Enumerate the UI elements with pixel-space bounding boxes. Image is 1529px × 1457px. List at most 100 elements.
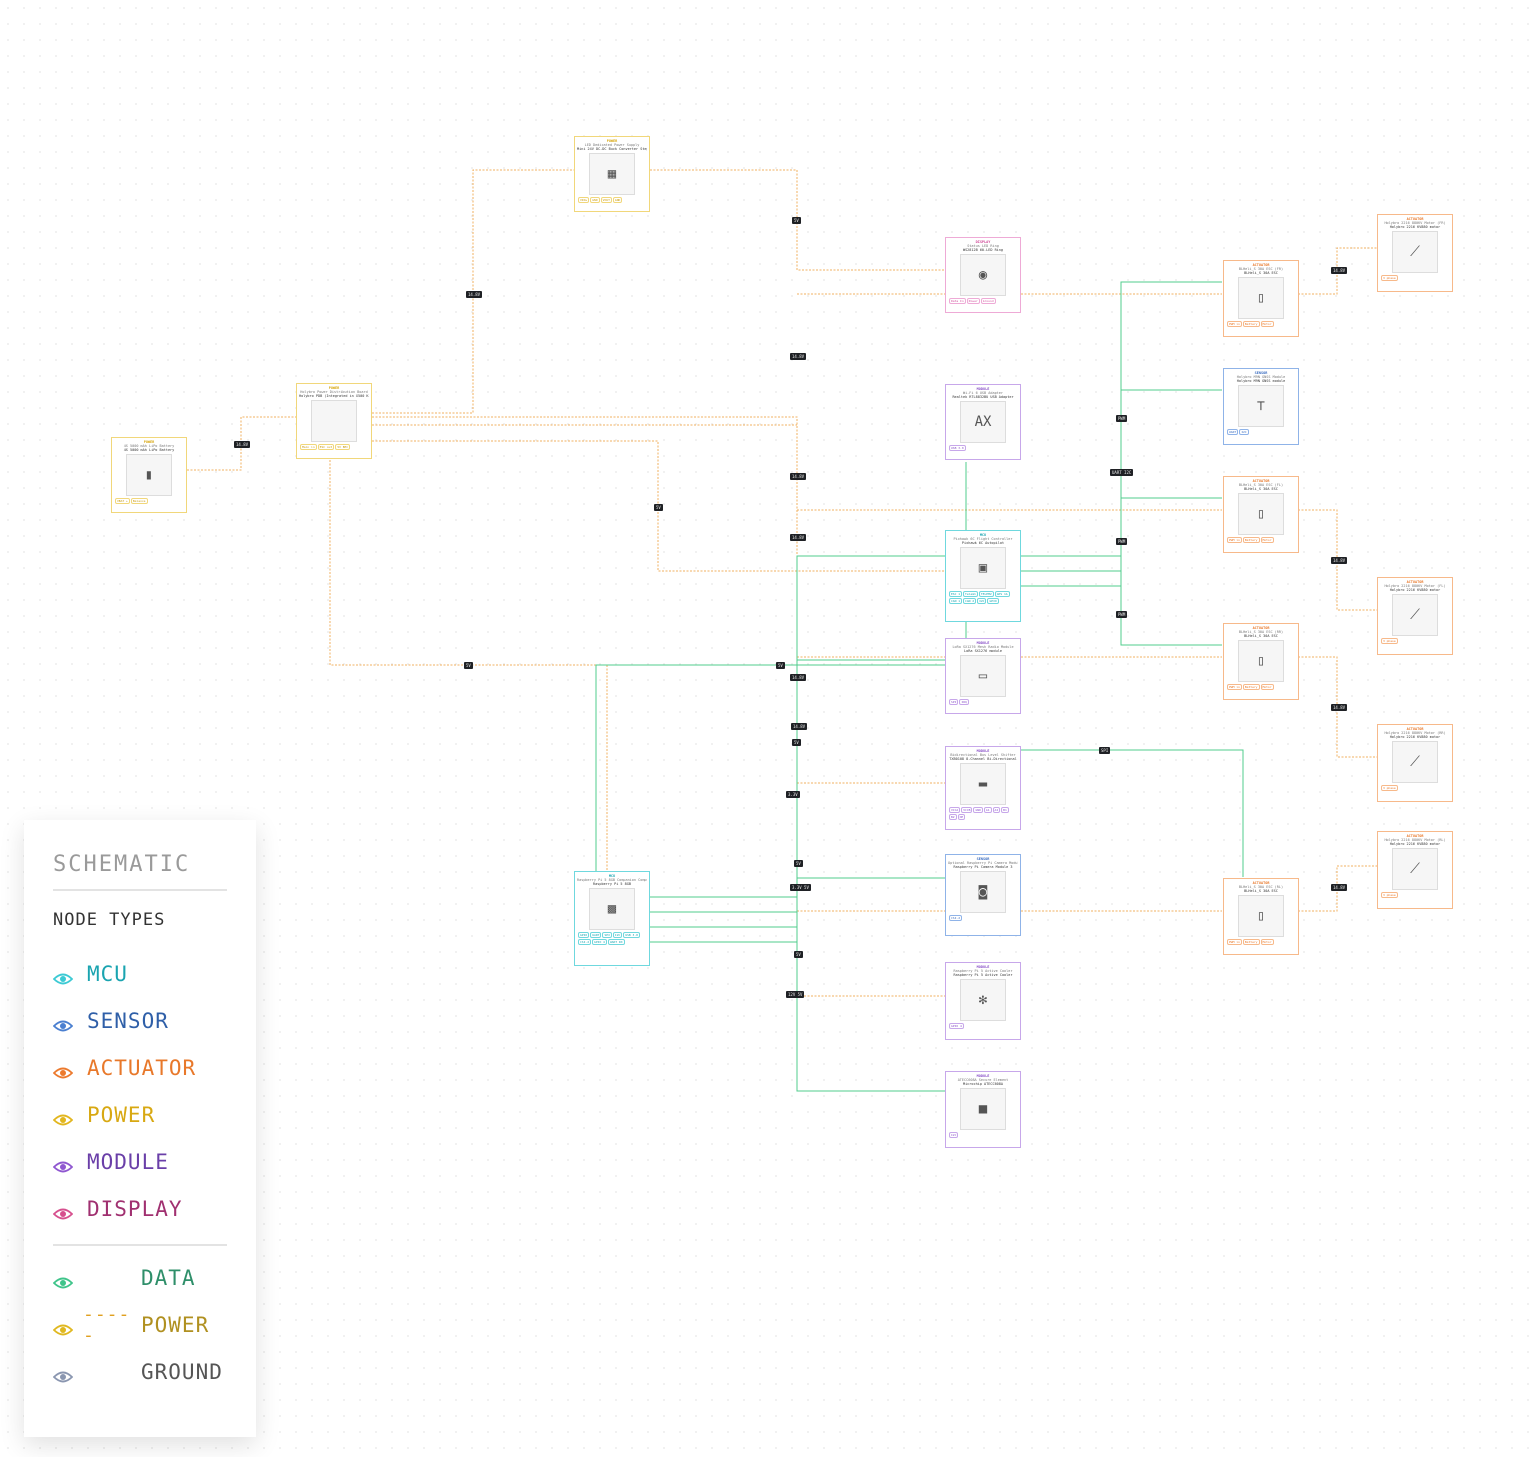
pin-chip[interactable]: GPIO [578, 932, 590, 938]
pin-chip[interactable]: Battery [1242, 537, 1260, 543]
legend-node-type-module[interactable]: MODULE [52, 1138, 227, 1185]
pin-chip[interactable]: ESC 1 [949, 591, 963, 597]
pin-chip[interactable]: Telem1 [963, 591, 978, 597]
pin-chip[interactable]: UART [590, 932, 602, 938]
pin-chip[interactable]: VCCA [949, 807, 961, 813]
eye-icon[interactable] [52, 967, 74, 984]
pin-chip[interactable]: PWM in [1227, 537, 1242, 543]
pin-chip[interactable]: GND [612, 197, 623, 203]
pin-chip[interactable]: GPIO [987, 598, 999, 604]
pin-chip[interactable]: Motor [1260, 684, 1274, 690]
pin-chip[interactable]: UART RX [607, 939, 625, 945]
legend-wire-type-data[interactable]: DATA [52, 1254, 227, 1301]
pin-chip[interactable]: SPI [949, 699, 959, 705]
pin-chip[interactable]: VOUT [600, 197, 612, 203]
pin-chip[interactable]: GPIO 4 [592, 939, 607, 945]
legend-node-type-actuator[interactable]: ACTUATOR [52, 1044, 227, 1091]
pin-chip[interactable]: VBAT + [115, 498, 130, 504]
pin-chip[interactable]: 3 phase [1381, 892, 1398, 898]
eye-icon[interactable] [52, 1108, 74, 1125]
pin-chip[interactable]: B1 [1001, 807, 1009, 813]
legend-node-type-mcu[interactable]: MCU [52, 950, 227, 997]
pin-chip[interactable]: PWM in [1227, 939, 1242, 945]
pin-chip[interactable]: 3 phase [1381, 275, 1398, 281]
eye-icon[interactable] [52, 1365, 74, 1382]
pin-chip[interactable]: GND [590, 197, 600, 203]
pin-chip[interactable]: Motor [1260, 939, 1274, 945]
legend-node-type-display[interactable]: DISPLAY [52, 1185, 227, 1232]
legend-wire-type-power[interactable]: -----POWER [52, 1301, 227, 1348]
pin-chip[interactable]: Battery [1242, 321, 1260, 327]
pin-chip[interactable]: PWM in [1227, 684, 1242, 690]
pin-chip[interactable]: A2 [992, 807, 1001, 813]
eye-icon[interactable] [52, 1271, 74, 1288]
legend-node-type-power[interactable]: POWER [52, 1091, 227, 1138]
pin-chip[interactable]: Data In [949, 298, 966, 304]
pin-chip[interactable]: GND [973, 807, 983, 813]
pin-chip[interactable]: CAN 2 [963, 598, 977, 604]
legend-wire-type-ground[interactable]: GROUND [52, 1348, 227, 1395]
pin-chip[interactable]: UART [1227, 429, 1239, 435]
pin-chip[interactable]: 3 phase [1381, 785, 1398, 791]
node-part-name: BLHeli_S 30A ESC [1244, 271, 1278, 275]
pin-chip[interactable]: Power [966, 298, 980, 304]
pin-chip[interactable]: GPS 1A [994, 591, 1010, 597]
eye-icon[interactable] [52, 1061, 74, 1078]
pin-chip[interactable]: Ground [980, 298, 996, 304]
pin-chip[interactable]: I2C [612, 932, 623, 938]
pin-chip[interactable]: A1 [983, 807, 992, 813]
pin-chip[interactable]: CAN 1 [949, 598, 963, 604]
eye-icon[interactable] [52, 1014, 74, 1031]
eye-icon[interactable] [52, 1155, 74, 1172]
legend-node-type-sensor[interactable]: SENSOR [52, 997, 227, 1044]
pin-chip[interactable]: I2C [949, 1132, 959, 1138]
pin-chip[interactable]: I2C [977, 598, 987, 604]
pin-chip[interactable]: USB 3.0 [623, 932, 640, 938]
pin-chip[interactable]: CSI-2 [578, 939, 592, 945]
eye-icon[interactable] [52, 1318, 74, 1335]
pin-chip[interactable]: VIN+ [578, 197, 590, 203]
pin-chip[interactable]: Battery [1242, 939, 1260, 945]
pin-chip[interactable]: B2 [949, 814, 957, 820]
pin-chip[interactable]: 3 phase [1381, 638, 1398, 644]
eye-icon[interactable] [52, 1202, 74, 1219]
pin-chip[interactable]: USB 3.0 [949, 445, 966, 451]
pin-chip[interactable]: IRQ [959, 699, 969, 705]
pin-chip[interactable]: ESC out [317, 444, 335, 450]
pin-chip[interactable]: VCCB [961, 807, 973, 813]
pin-chip[interactable]: SPI [602, 932, 612, 938]
pin-chip[interactable]: Battery [1242, 684, 1260, 690]
pin-chip[interactable]: 5V BEC [335, 444, 351, 450]
pin-chip[interactable]: I2C [1239, 429, 1249, 435]
pin-chip[interactable]: Main in [300, 444, 317, 450]
pin-chip[interactable]: CSI-2 [949, 915, 963, 921]
pin-chip[interactable]: Balance [130, 498, 148, 504]
pin-chip[interactable]: OE [957, 814, 966, 820]
pin-chip[interactable]: GPIO 4 [949, 1023, 964, 1029]
pin-chip[interactable]: Motor [1260, 321, 1274, 327]
pin-chip[interactable]: TELEM2 [978, 591, 994, 597]
pin-chip[interactable]: Motor [1260, 537, 1274, 543]
pin-chip[interactable]: PWM in [1227, 321, 1242, 327]
